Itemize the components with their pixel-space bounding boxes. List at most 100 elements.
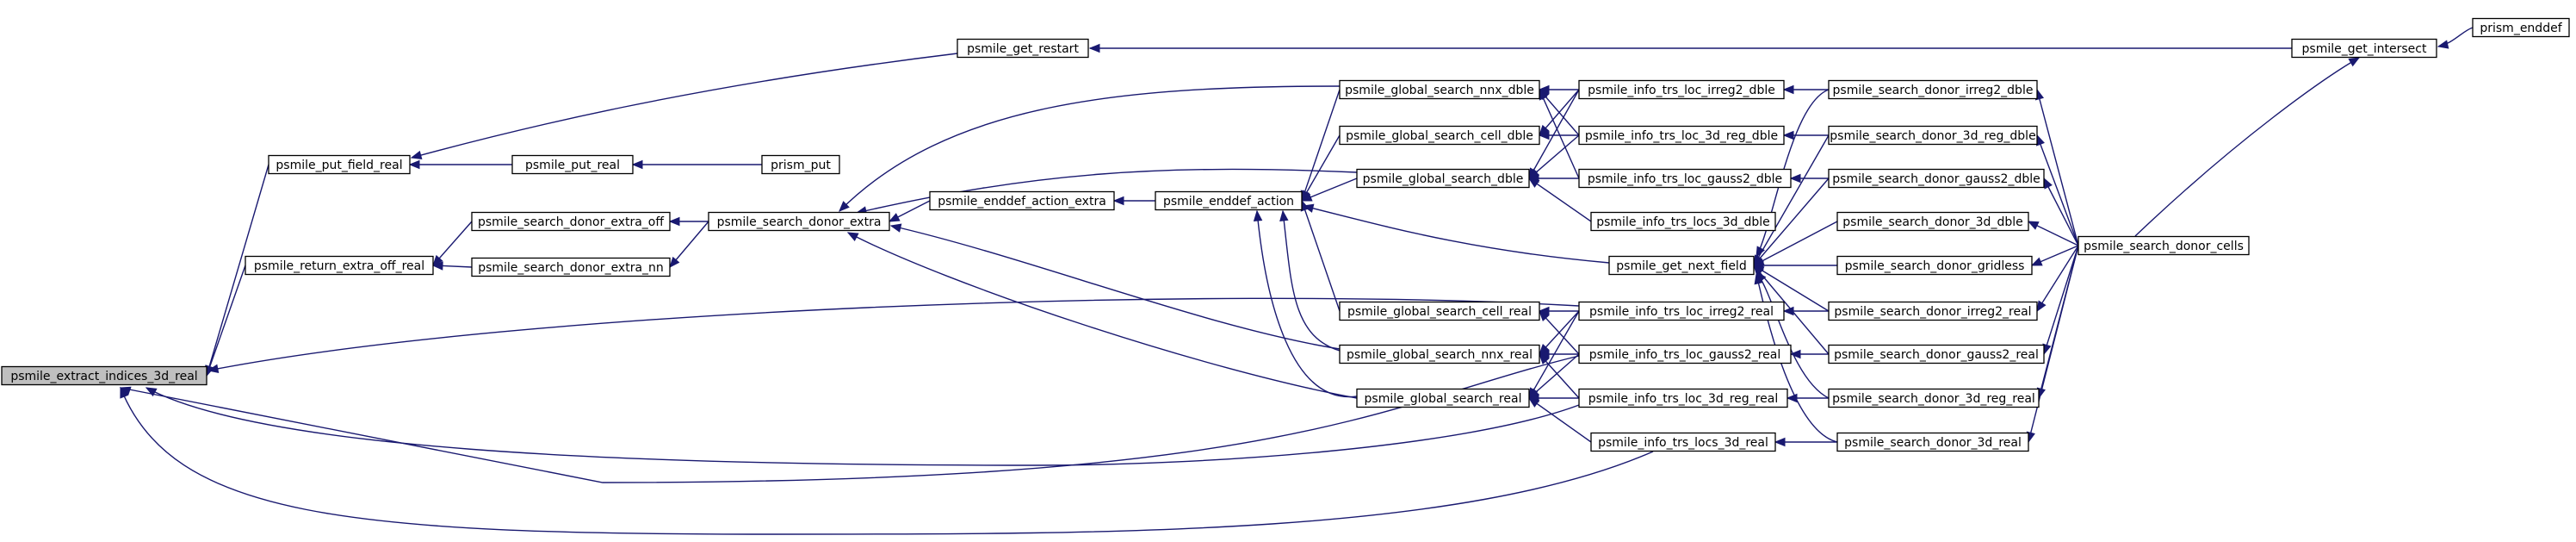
node-gs-real[interactable]: psmile_global_search_real [1356, 388, 1530, 408]
node-box[interactable] [471, 257, 671, 277]
node-box[interactable] [761, 154, 840, 175]
node-info-locs-real[interactable]: psmile_info_trs_locs_3d_real [1590, 432, 1776, 452]
node-box[interactable] [1828, 301, 2038, 321]
node-box[interactable] [2078, 235, 2250, 256]
node-box[interactable] [1339, 79, 1540, 100]
node-box[interactable] [1578, 168, 1792, 189]
node-label: psmile_search_donor_3d_reg_real [1832, 392, 2035, 406]
edge-line [2036, 89, 2079, 246]
node-sd-cells[interactable]: psmile_search_donor_cells [2078, 235, 2250, 256]
node-box[interactable] [2291, 38, 2437, 59]
node-box[interactable] [708, 211, 890, 232]
node-label: psmile_global_search_nnx_real [1347, 348, 1533, 362]
edge-gs_nnx_real-to-sd_extra [889, 223, 1341, 350]
edge-line [1301, 134, 1341, 202]
node-enddef-action[interactable]: psmile_enddef_action [1155, 190, 1303, 211]
node-box[interactable] [1590, 211, 1776, 232]
node-box[interactable] [929, 190, 1115, 211]
edge-line [1528, 397, 1592, 443]
node-gs-cell-dble[interactable]: psmile_global_search_cell_dble [1339, 125, 1540, 146]
node-box[interactable] [1836, 211, 2029, 232]
node-box[interactable] [1590, 432, 1776, 452]
edge-line [1539, 89, 1580, 179]
node-box[interactable] [1608, 255, 1755, 276]
node-info-gauss2-dble[interactable]: psmile_info_trs_loc_gauss2_dble [1578, 168, 1792, 189]
node-box[interactable] [1339, 125, 1540, 146]
node-box[interactable] [1, 365, 207, 386]
node-put-real[interactable]: psmile_put_real [511, 154, 634, 175]
arrowhead [1774, 437, 1786, 447]
node-sd-extra-nn[interactable]: psmile_search_donor_extra_nn [471, 257, 671, 277]
node-return-extra[interactable]: psmile_return_extra_off_real [245, 255, 434, 276]
node-sd-irreg2-real[interactable]: psmile_search_donor_irreg2_real [1828, 301, 2038, 321]
node-sd-3d-dble[interactable]: psmile_search_donor_3d_dble [1836, 211, 2029, 232]
node-box[interactable] [1836, 255, 2033, 276]
node-get-restart[interactable]: psmile_get_restart [957, 38, 1089, 59]
edge-enddef_action-to-enddef_extra [1112, 196, 1155, 206]
node-box[interactable] [1578, 301, 1785, 321]
node-box[interactable] [1828, 344, 2045, 364]
arrowhead [889, 223, 902, 233]
node-box[interactable] [2472, 17, 2570, 38]
arrowhead [1300, 192, 1313, 202]
node-get-next-field[interactable]: psmile_get_next_field [1608, 255, 1755, 276]
node-get-intersect[interactable]: psmile_get_intersect [2291, 38, 2437, 59]
node-box[interactable] [1828, 125, 2038, 146]
node-box[interactable] [268, 154, 411, 175]
node-gs-cell-real[interactable]: psmile_global_search_cell_real [1339, 301, 1540, 321]
node-box[interactable] [1578, 79, 1785, 100]
node-info-locs-dble[interactable]: psmile_info_trs_locs_3d_dble [1590, 211, 1776, 232]
edge-line [2043, 178, 2079, 246]
edge-line [2043, 245, 2079, 355]
node-sd-extra[interactable]: psmile_search_donor_extra [708, 211, 890, 232]
node-box[interactable] [245, 255, 434, 276]
node-box[interactable] [1828, 388, 2040, 408]
node-box[interactable] [1155, 190, 1303, 211]
node-box[interactable] [1339, 301, 1540, 321]
node-box[interactable] [1828, 79, 2038, 100]
edge-info_locs_real-to-gs_real [1527, 397, 1592, 443]
arrowhead [1302, 203, 1315, 213]
node-box[interactable] [471, 211, 671, 232]
node-label: psmile_info_trs_loc_3d_reg_real [1588, 392, 1778, 406]
node-gs-nnx-dble[interactable]: psmile_global_search_nnx_dble [1339, 79, 1540, 100]
node-sd-3d-real[interactable]: psmile_search_donor_3d_real [1836, 432, 2029, 452]
node-sd-irreg2-dble[interactable]: psmile_search_donor_irreg2_dble [1828, 79, 2038, 100]
node-box[interactable] [1339, 344, 1540, 364]
arrowhead [2348, 57, 2361, 67]
node-sd-3dreg-dble[interactable]: psmile_search_donor_3d_reg_dble [1828, 125, 2038, 146]
node-box[interactable] [1836, 432, 2029, 452]
node-box[interactable] [1578, 388, 1788, 408]
node-gs-nnx-real[interactable]: psmile_global_search_nnx_real [1339, 344, 1540, 364]
node-info-3dreg-real[interactable]: psmile_info_trs_loc_3d_reg_real [1578, 388, 1788, 408]
edge-line [206, 265, 246, 377]
node-box[interactable] [1578, 125, 1785, 146]
node-sd-gauss2-real[interactable]: psmile_search_donor_gauss2_real [1828, 344, 2045, 364]
node-sd-3dreg-real[interactable]: psmile_search_donor_3d_reg_real [1828, 388, 2040, 408]
node-sd-gridless[interactable]: psmile_search_donor_gridless [1836, 255, 2033, 276]
edge-gs_cell_real-to-enddef_action [1300, 199, 1341, 312]
node-sd-gauss2-dble[interactable]: psmile_search_donor_gauss2_dble [1828, 168, 2045, 189]
node-info-irreg2-dble[interactable]: psmile_info_trs_loc_irreg2_dble [1578, 79, 1785, 100]
node-prism-put[interactable]: prism_put [761, 154, 840, 175]
node-box[interactable] [1578, 344, 1792, 364]
node-gs-dble[interactable]: psmile_global_search_dble [1356, 168, 1530, 189]
node-prism-enddef[interactable]: prism_enddef [2472, 17, 2570, 38]
node-extract[interactable]: psmile_extract_indices_3d_real [1, 365, 207, 386]
edge-line [1528, 178, 1592, 222]
node-info-gauss2-real[interactable]: psmile_info_trs_loc_gauss2_real [1578, 344, 1792, 364]
node-box[interactable] [1356, 388, 1530, 408]
node-box[interactable] [957, 38, 1089, 59]
node-box[interactable] [1356, 168, 1530, 189]
node-put-field[interactable]: psmile_put_field_real [268, 154, 411, 175]
node-info-3dreg-dble[interactable]: psmile_info_trs_loc_3d_reg_dble [1578, 125, 1785, 146]
edge-gs_nnx_real-to-enddef_action [1279, 209, 1341, 352]
node-box[interactable] [1828, 168, 2045, 189]
node-box[interactable] [511, 154, 634, 175]
node-enddef-extra[interactable]: psmile_enddef_action_extra [929, 190, 1115, 211]
arrowhead [669, 256, 680, 269]
node-info-irreg2-real[interactable]: psmile_info_trs_loc_irreg2_real [1578, 301, 1785, 321]
node-sd-extra-off[interactable]: psmile_search_donor_extra_off [471, 211, 671, 232]
node-label: psmile_search_donor_cells [2084, 240, 2244, 253]
